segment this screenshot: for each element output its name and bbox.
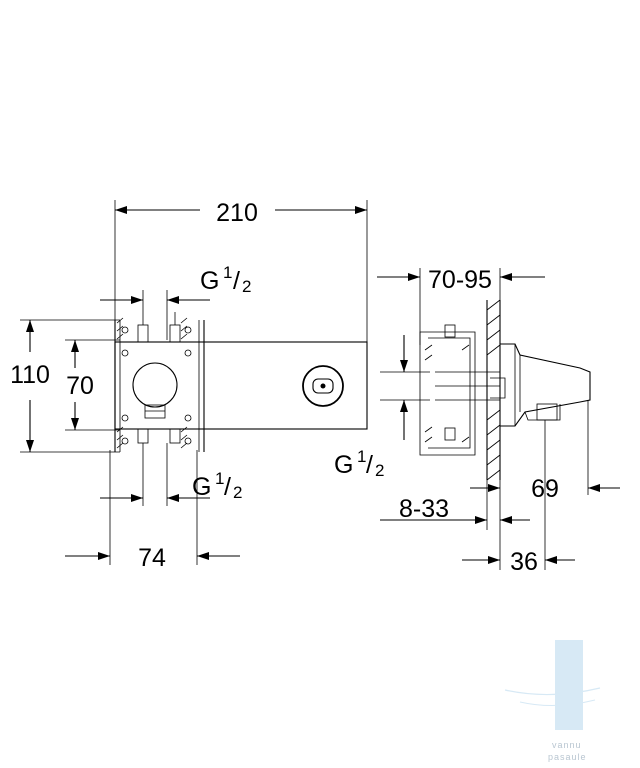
dim-label-74: 74 [138, 544, 166, 572]
watermark-text-2: pasaule [548, 752, 587, 762]
svg-text:/: / [224, 473, 231, 501]
mounting-plate [114, 341, 368, 430]
svg-text:G: G [200, 267, 219, 295]
svg-text:2: 2 [233, 483, 242, 502]
dim-label-8-33: 8-33 [399, 495, 449, 523]
dim-label-36: 36 [510, 548, 538, 576]
svg-text:G: G [192, 473, 211, 501]
watermark-logo: vannu pasaule [504, 640, 601, 762]
outlet-handle [302, 365, 344, 407]
dim-label-110: 110 [10, 361, 50, 389]
dim-label-210: 210 [216, 199, 258, 227]
thread-label-bottom: G 1 / 2 [192, 469, 242, 502]
front-view: 210 [10, 199, 368, 572]
spout [500, 343, 591, 427]
dim-label-70-95: 70-95 [428, 266, 492, 294]
watermark-text-1: vannu [552, 740, 582, 750]
svg-text:1: 1 [215, 469, 224, 488]
svg-text:G: G [334, 451, 353, 479]
thread-label-top: G 1 / 2 [200, 263, 251, 296]
side-view: 70-95 G 1 / 2 [334, 266, 620, 576]
dim-label-70: 70 [66, 372, 94, 400]
svg-text:2: 2 [375, 461, 384, 480]
svg-text:/: / [233, 267, 240, 295]
svg-text:1: 1 [357, 447, 366, 466]
svg-text:2: 2 [242, 277, 251, 296]
svg-text:1: 1 [223, 263, 232, 282]
valve-body [132, 362, 178, 408]
svg-text:/: / [366, 451, 373, 479]
thread-label-side: G 1 / 2 [334, 447, 384, 480]
